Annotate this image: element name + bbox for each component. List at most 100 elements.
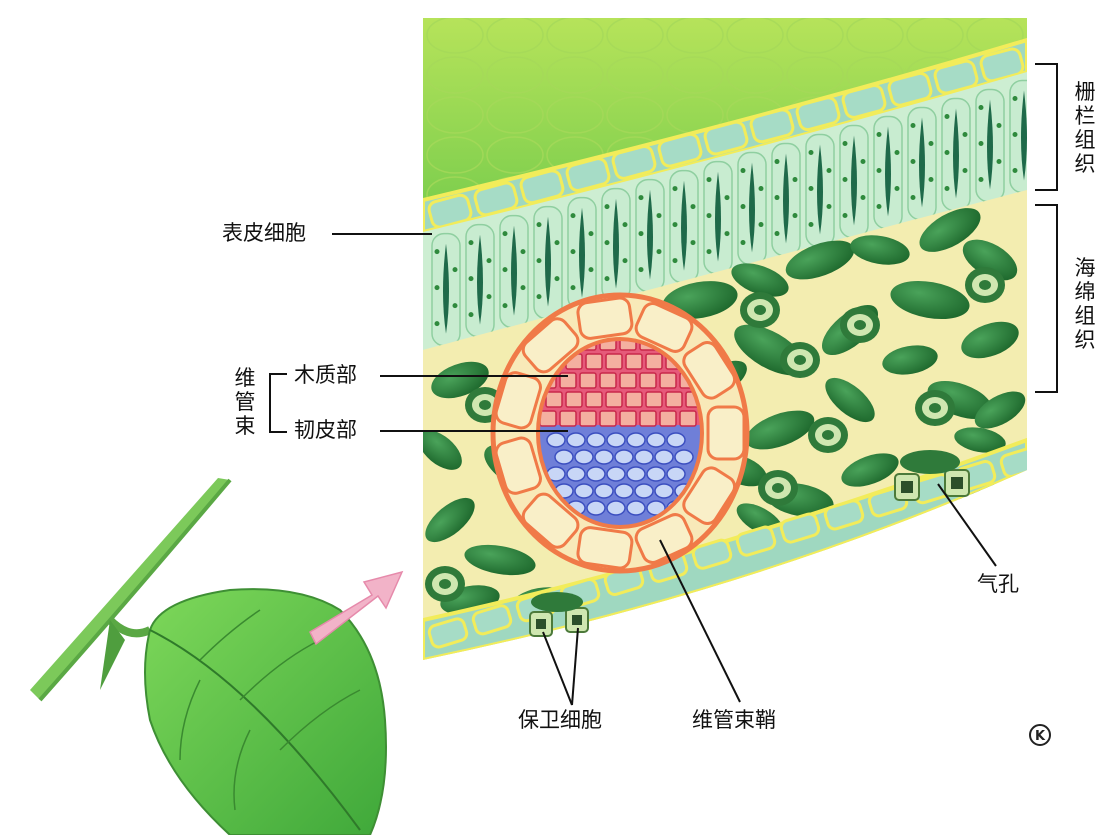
chloroplast-dot bbox=[570, 249, 576, 255]
palisade-vacuole bbox=[579, 207, 585, 298]
surface-cell bbox=[906, 18, 964, 54]
chloroplast-dot bbox=[672, 258, 678, 264]
chloroplast-dot bbox=[1012, 168, 1018, 174]
guard-cell-leader-line-2 bbox=[571, 627, 579, 706]
phloem-cell bbox=[594, 483, 614, 499]
bundle-sheath-cell bbox=[634, 302, 694, 353]
chloroplast-dot bbox=[996, 159, 1002, 165]
palisade-vacuole bbox=[613, 198, 619, 289]
chloroplast-dot bbox=[656, 249, 662, 255]
stoma bbox=[894, 450, 970, 501]
lower-epidermis-cell bbox=[823, 499, 865, 531]
bundle-sheath-cell bbox=[494, 436, 542, 495]
bundle-sheath-cell bbox=[682, 466, 737, 525]
phloem-cell bbox=[626, 500, 646, 516]
palisade-vacuole bbox=[443, 243, 449, 334]
chloroplast-dot bbox=[638, 231, 644, 237]
chloroplast-dot bbox=[876, 204, 882, 210]
chloroplast-dot bbox=[554, 276, 560, 282]
chloroplast-dot bbox=[894, 150, 900, 156]
surface-cell bbox=[486, 136, 544, 174]
chloroplast-dot bbox=[706, 213, 712, 219]
chloroplast-dot bbox=[792, 177, 798, 183]
surface-cell bbox=[726, 18, 784, 54]
phloem-cell bbox=[566, 466, 586, 482]
spongy-cell-core bbox=[772, 483, 784, 493]
surface-cell bbox=[606, 96, 664, 134]
surface-cell bbox=[546, 18, 604, 54]
label-phloem: 韧皮部 bbox=[294, 418, 357, 442]
chloroplast-dot bbox=[570, 213, 576, 219]
chloroplast-dot bbox=[808, 186, 814, 192]
circled-k-icon: K bbox=[1029, 724, 1051, 746]
xylem-cell bbox=[645, 353, 663, 370]
xylem-cell bbox=[579, 372, 597, 389]
spongy-cell bbox=[919, 208, 981, 252]
xylem-cell bbox=[665, 391, 683, 408]
chloroplast-dot bbox=[962, 132, 968, 138]
chloroplast-dot bbox=[860, 159, 866, 165]
chloroplast-dot bbox=[468, 276, 474, 282]
surface-cell bbox=[546, 56, 604, 94]
chloroplast-dot bbox=[978, 177, 984, 183]
phloem-cell bbox=[626, 432, 646, 448]
chloroplast-dot bbox=[774, 195, 780, 201]
chloroplast-dot bbox=[724, 195, 730, 201]
spongy-cell-core bbox=[929, 403, 941, 413]
xylem-cell bbox=[565, 391, 583, 408]
phloem-cell bbox=[566, 432, 586, 448]
lower-epidermis-cell bbox=[779, 512, 821, 544]
spongy-bracket bbox=[1035, 204, 1058, 393]
chloroplast-dot bbox=[468, 240, 474, 246]
phloem-cell bbox=[666, 466, 686, 482]
palisade-vacuole bbox=[987, 99, 993, 190]
chloroplast-dot bbox=[826, 204, 832, 210]
chloroplast-dot bbox=[724, 231, 730, 237]
chloroplast-dot bbox=[434, 249, 440, 255]
spongy-cell bbox=[850, 235, 910, 265]
phloem-cell bbox=[546, 432, 566, 448]
xylem-cell bbox=[619, 410, 637, 427]
chloroplast-dot bbox=[962, 168, 968, 174]
chloroplast-dot bbox=[978, 105, 984, 111]
label-vascular-bundle: 维管束 bbox=[234, 366, 256, 438]
chloroplast-dot bbox=[928, 177, 934, 183]
spongy-cell-core bbox=[754, 305, 766, 315]
spongy-cell-core bbox=[439, 579, 451, 589]
chloroplast-dot bbox=[638, 195, 644, 201]
xylem-cell bbox=[619, 372, 637, 389]
surface-cell bbox=[486, 18, 544, 54]
xylem-cell bbox=[599, 372, 617, 389]
chloroplast-dot bbox=[452, 267, 458, 273]
chloroplast-dot bbox=[434, 285, 440, 291]
bundle-sheath-cell bbox=[521, 492, 580, 549]
phloem-cell bbox=[586, 432, 606, 448]
chloroplast-dot bbox=[520, 249, 526, 255]
spongy-cell bbox=[961, 321, 1019, 359]
xylem-cell bbox=[579, 410, 597, 427]
spongy-cell bbox=[431, 361, 489, 399]
stoma-leader-line bbox=[937, 483, 997, 567]
phloem-cell bbox=[606, 432, 626, 448]
palisade-vacuole bbox=[749, 162, 755, 253]
bundle-sheath-leader-line bbox=[659, 539, 741, 703]
chloroplast-dot bbox=[944, 114, 950, 120]
xylem-cell bbox=[639, 372, 657, 389]
spongy-cell bbox=[785, 240, 855, 280]
spongy-cell bbox=[745, 410, 815, 450]
chloroplast-dot bbox=[842, 213, 848, 219]
surface-cell bbox=[426, 96, 484, 134]
epidermis-cell bbox=[933, 59, 979, 95]
chloroplast-dot bbox=[604, 204, 610, 210]
epidermis-cell bbox=[427, 193, 473, 229]
xylem-cell bbox=[679, 410, 697, 427]
label-spongy: 海绵组织 bbox=[1074, 256, 1096, 352]
epidermis-cell bbox=[749, 108, 795, 144]
chloroplast-dot bbox=[520, 285, 526, 291]
label-xylem: 木质部 bbox=[294, 363, 357, 387]
xylem-cell bbox=[659, 372, 677, 389]
chloroplast-dot bbox=[690, 240, 696, 246]
epidermis-cell bbox=[979, 47, 1025, 83]
guard-cells bbox=[529, 592, 589, 637]
chloroplast-dot bbox=[928, 141, 934, 147]
